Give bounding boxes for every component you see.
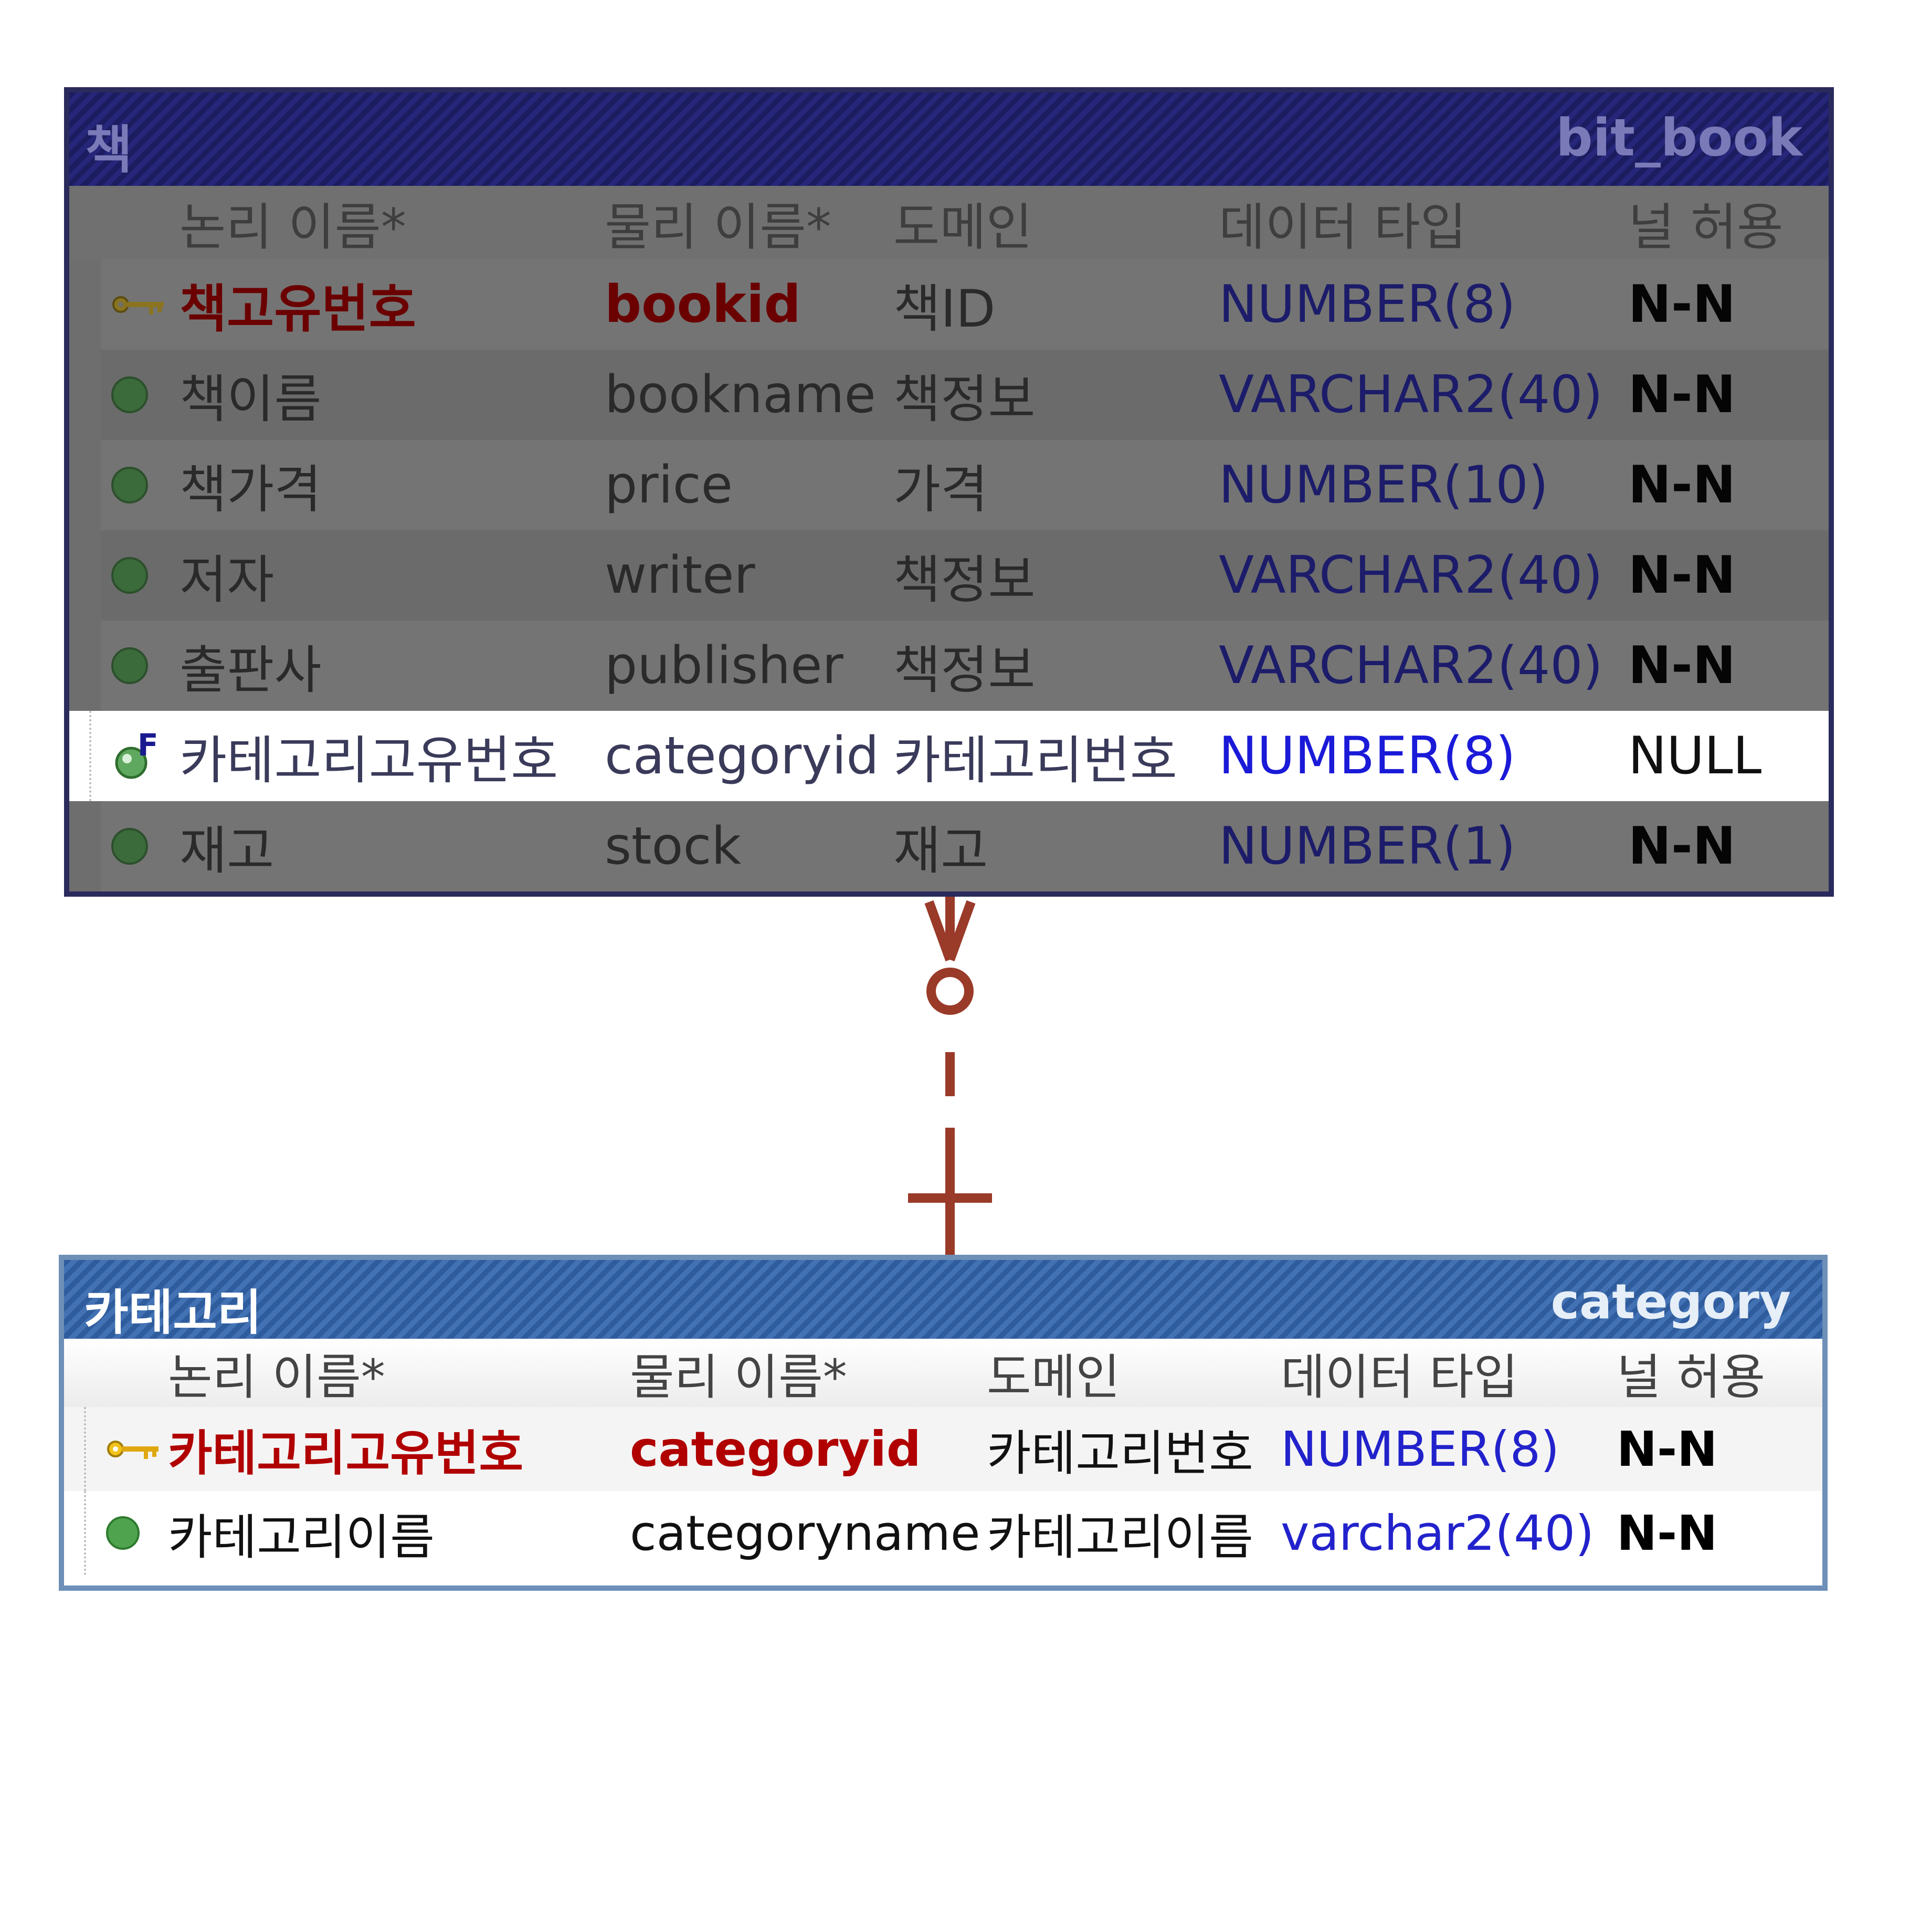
header-data-type: 데이터 타입	[1219, 197, 1467, 257]
entity-book[interactable]: 책 bit_book 논리 이름* 물리 이름* 도메인 데이터 타입 널 허용…	[64, 87, 1834, 897]
attribute-domain: 책정보	[893, 370, 1036, 429]
svg-text:F: F	[138, 727, 159, 763]
attribute-physical-name: price	[605, 455, 733, 515]
attribute-nullable: NULL	[1628, 726, 1762, 786]
attribute-row[interactable]: 책가격 price 가격 NUMBER(10) N-N	[101, 440, 1829, 530]
column-header-row: 논리 이름* 물리 이름* 도메인 데이터 타입 널 허용	[69, 186, 1829, 259]
attribute-data-type: VARCHAR2(40)	[1219, 636, 1603, 696]
attribute-physical-name: publisher	[605, 636, 843, 696]
attribute-logical-name: 카테고리고유번호	[168, 1425, 524, 1482]
key-icon	[107, 1441, 159, 1459]
header-nullable: 널 허용	[1617, 1349, 1766, 1405]
attribute-physical-name: bookid	[605, 275, 801, 334]
attribute-physical-name: categoryid	[605, 726, 879, 786]
entity-title-bar[interactable]: 책 bit_book	[69, 92, 1829, 189]
row-guide-line	[84, 1407, 86, 1491]
attribute-nullable: N-N	[1628, 365, 1736, 425]
header-domain: 도메인	[987, 1349, 1120, 1405]
attribute-data-type: varchar2(40)	[1281, 1505, 1595, 1561]
attribute-domain: 책ID	[893, 279, 996, 339]
attribute-row[interactable]: 카테고리고유번호 categoryid 카테고리번호 NUMBER(8) N-N	[64, 1407, 1822, 1491]
entity-category[interactable]: 카테고리 category 논리 이름* 물리 이름* 도메인 데이터 타입 널…	[59, 1255, 1828, 1591]
attribute-nullable: N-N	[1628, 275, 1736, 334]
header-data-type: 데이터 타입	[1281, 1349, 1518, 1405]
attribute-logical-name: 책이름	[180, 370, 322, 429]
attribute-domain: 재고	[893, 821, 988, 881]
attribute-dot-icon	[111, 647, 148, 684]
row-guide-line	[84, 1491, 86, 1575]
attribute-data-type: NUMBER(10)	[1219, 455, 1549, 515]
row-guide-line	[89, 711, 91, 801]
attribute-dot-icon	[111, 467, 148, 503]
attribute-logical-name: 재고	[180, 821, 275, 881]
attribute-domain: 책정보	[893, 550, 1036, 610]
attribute-dot-icon	[111, 557, 148, 594]
attribute-domain: 책정보	[893, 640, 1036, 700]
attribute-data-type: VARCHAR2(40)	[1219, 365, 1603, 425]
attribute-nullable: N-N	[1628, 816, 1736, 876]
optional-circle	[926, 968, 974, 1015]
attribute-row[interactable]: 책고유번호 bookid 책ID NUMBER(8) N-N	[101, 259, 1829, 350]
attribute-logical-name: 책가격	[180, 460, 322, 520]
entity-title-bar[interactable]: 카테고리 category	[64, 1260, 1822, 1342]
attribute-domain: 카테고리번호	[893, 731, 1177, 791]
attribute-dot-icon	[111, 828, 148, 865]
attribute-data-type: NUMBER(8)	[1219, 275, 1516, 334]
relationship-line[interactable]	[861, 897, 1029, 1255]
attribute-physical-name: writer	[605, 545, 755, 605]
entity-logical-name: 책	[85, 120, 133, 180]
entity-physical-name: category	[1550, 1274, 1791, 1330]
attribute-nullable: N-N	[1628, 545, 1736, 605]
attribute-physical-name: categoryname	[630, 1505, 980, 1561]
attribute-nullable: N-N	[1617, 1421, 1718, 1477]
header-physical-name: 물리 이름*	[605, 197, 831, 257]
attribute-dot-icon	[111, 376, 148, 413]
attribute-row[interactable]: 출판사 publisher 책정보 VARCHAR2(40) N-N	[101, 621, 1829, 711]
attribute-logical-name: 저자	[180, 550, 275, 610]
attribute-data-type: NUMBER(1)	[1219, 816, 1516, 876]
header-logical-name: 논리 이름*	[168, 1349, 385, 1405]
attribute-dot-icon	[106, 1516, 140, 1550]
attribute-data-type: VARCHAR2(40)	[1219, 545, 1603, 605]
attribute-nullable: N-N	[1628, 455, 1736, 515]
attribute-data-type: NUMBER(8)	[1219, 726, 1516, 786]
entity-physical-name: bit_book	[1556, 108, 1802, 168]
header-physical-name: 물리 이름*	[630, 1349, 847, 1405]
attribute-nullable: N-N	[1628, 636, 1736, 696]
attribute-row[interactable]: 책이름 bookname 책정보 VARCHAR2(40) N-N	[101, 350, 1829, 440]
foreign-key-icon: F	[115, 727, 159, 779]
attribute-nullable: N-N	[1617, 1505, 1718, 1561]
attribute-logical-name: 카테고리고유번호	[180, 731, 558, 791]
attribute-row[interactable]: 재고 stock 재고 NUMBER(1) N-N	[101, 801, 1829, 891]
column-header-row: 논리 이름* 물리 이름* 도메인 데이터 타입 널 허용	[64, 1339, 1822, 1407]
attribute-logical-name: 책고유번호	[180, 279, 416, 339]
entity-logical-name: 카테고리	[84, 1285, 262, 1341]
attribute-physical-name: categoryid	[630, 1421, 921, 1477]
header-logical-name: 논리 이름*	[180, 197, 406, 257]
crowfoot-right-prong	[945, 900, 976, 962]
attribute-domain: 카테고리이름	[987, 1509, 1253, 1566]
attribute-row[interactable]: 카테고리이름 categoryname 카테고리이름 varchar2(40) …	[64, 1491, 1822, 1575]
attribute-logical-name: 카테고리이름	[168, 1509, 435, 1566]
attribute-domain: 가격	[893, 460, 988, 520]
attribute-row-selected[interactable]: F 카테고리고유번호 categoryid 카테고리번호 NUMBER(8) N…	[69, 711, 1829, 801]
key-icon	[112, 296, 164, 314]
attribute-domain: 카테고리번호	[987, 1425, 1253, 1482]
attribute-data-type: NUMBER(8)	[1281, 1421, 1560, 1477]
attribute-row[interactable]: 저자 writer 책정보 VARCHAR2(40) N-N	[101, 530, 1829, 621]
header-nullable: 널 허용	[1628, 197, 1784, 257]
attribute-physical-name: bookname	[605, 365, 876, 425]
header-domain: 도메인	[893, 197, 1032, 257]
attribute-physical-name: stock	[605, 816, 742, 876]
attribute-logical-name: 출판사	[180, 640, 322, 700]
